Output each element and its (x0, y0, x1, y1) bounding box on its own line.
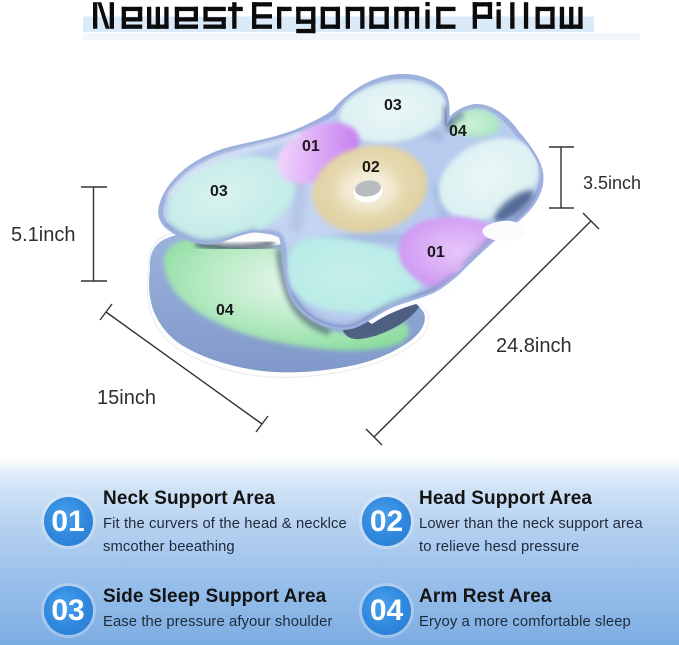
svg-text:24.8inch: 24.8inch (496, 335, 572, 357)
svg-text:5.1inch: 5.1inch (11, 224, 76, 246)
svg-text:15inch: 15inch (97, 387, 156, 409)
svg-text:02: 02 (362, 159, 380, 176)
svg-text:04: 04 (216, 302, 234, 319)
svg-text:03: 03 (384, 97, 402, 114)
svg-text:03: 03 (210, 183, 228, 200)
svg-text:04: 04 (449, 123, 467, 140)
svg-text:3.5inch: 3.5inch (583, 173, 641, 193)
svg-text:01: 01 (427, 244, 445, 261)
svg-text:01: 01 (302, 138, 320, 155)
